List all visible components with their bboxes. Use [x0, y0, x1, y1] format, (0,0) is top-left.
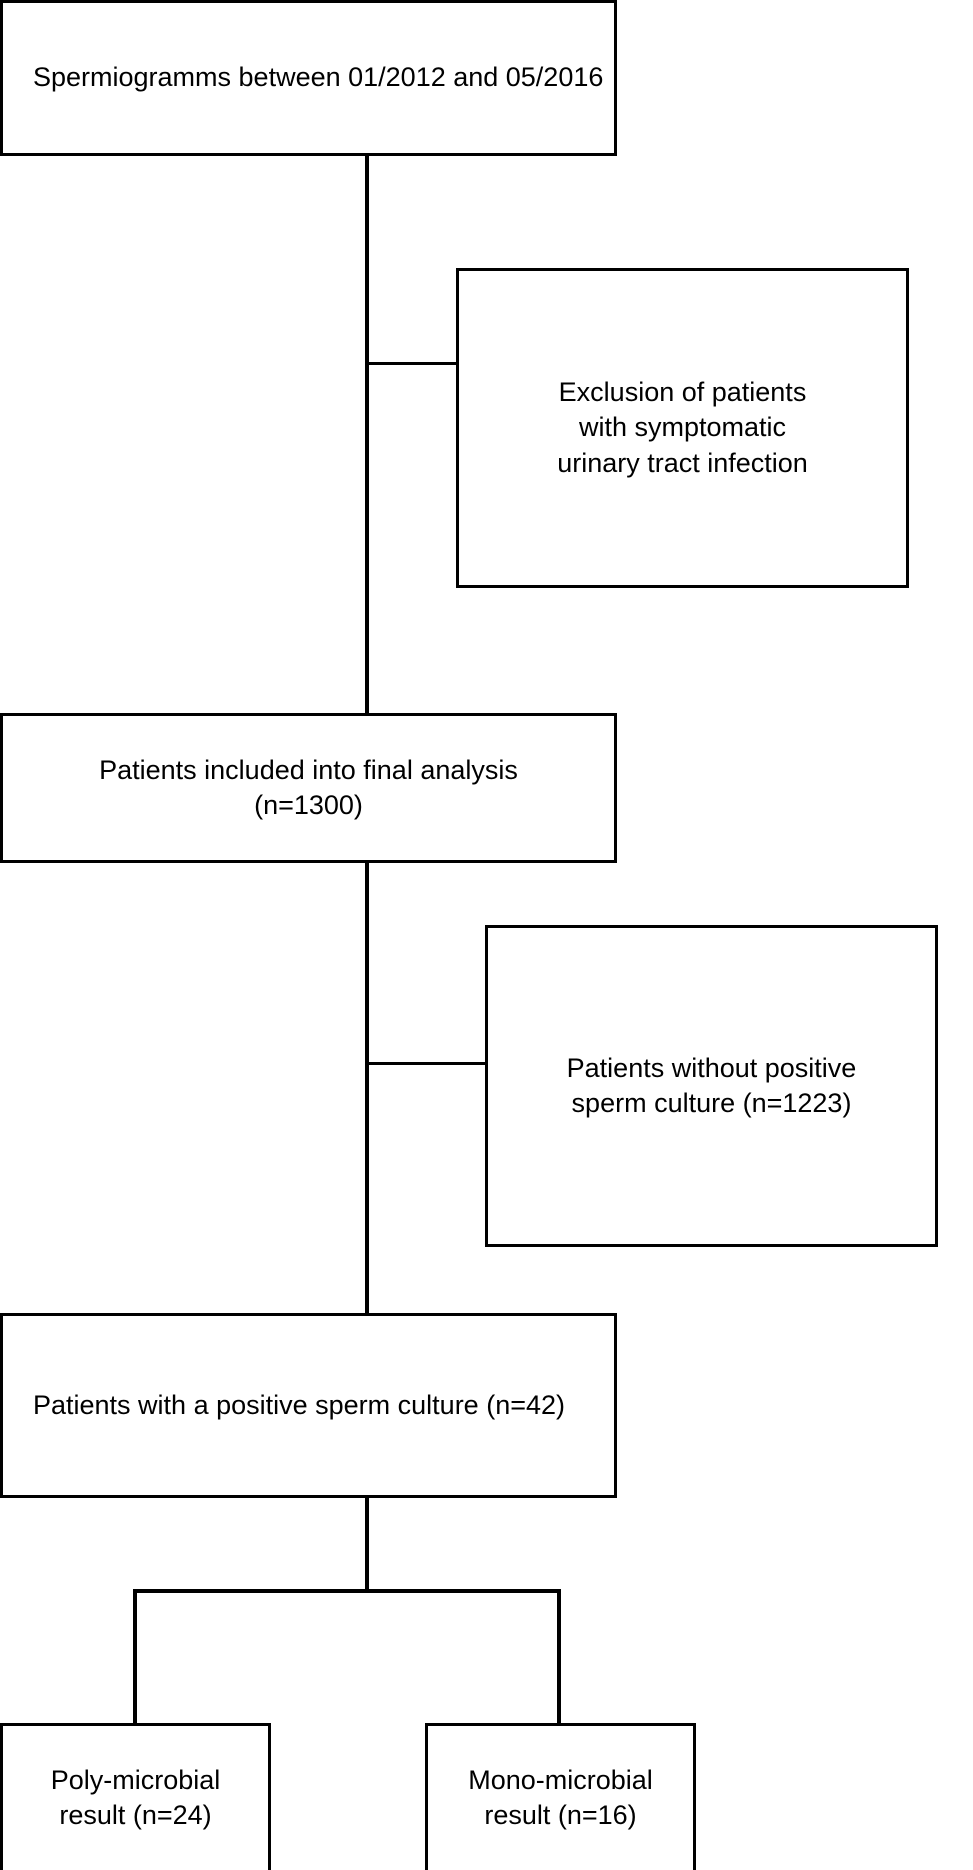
connector-positive-to-split [365, 1496, 369, 1592]
node-spermiogramms-source: Spermiogramms between 01/2012 and 05/201… [0, 0, 617, 156]
node-mono-microbial-result-label: Mono-microbial result (n=16) [468, 1764, 653, 1830]
node-patients-with-positive-culture: Patients with a positive sperm culture (… [0, 1313, 617, 1498]
connector-source-to-included [365, 154, 369, 716]
connector-split-to-poly [133, 1589, 137, 1725]
node-mono-microbial-result: Mono-microbial result (n=16) [425, 1723, 696, 1870]
node-spermiogramms-source-label: Spermiogramms between 01/2012 and 05/201… [33, 62, 604, 93]
node-patients-included-label: Patients included into final analysis (n… [99, 754, 518, 820]
node-exclusion-uti: Exclusion of patients with symptomatic u… [456, 268, 909, 588]
connector-source-to-exclusion [365, 362, 460, 365]
node-patients-included: Patients included into final analysis (n… [0, 713, 617, 863]
connector-included-to-nonpositive [365, 1062, 489, 1065]
connector-split-bar [133, 1589, 561, 1593]
node-patients-without-positive-culture-label: Patients without positive sperm culture … [566, 1052, 857, 1118]
connector-split-to-mono [557, 1589, 561, 1725]
node-poly-microbial-result: Poly-microbial result (n=24) [0, 1723, 271, 1870]
node-patients-with-positive-culture-label: Patients with a positive sperm culture (… [33, 1389, 565, 1420]
node-poly-microbial-result-label: Poly-microbial result (n=24) [50, 1764, 221, 1830]
node-patients-without-positive-culture: Patients without positive sperm culture … [485, 925, 938, 1247]
node-exclusion-uti-label: Exclusion of patients with symptomatic u… [557, 377, 808, 478]
connector-included-to-positive [365, 860, 369, 1316]
